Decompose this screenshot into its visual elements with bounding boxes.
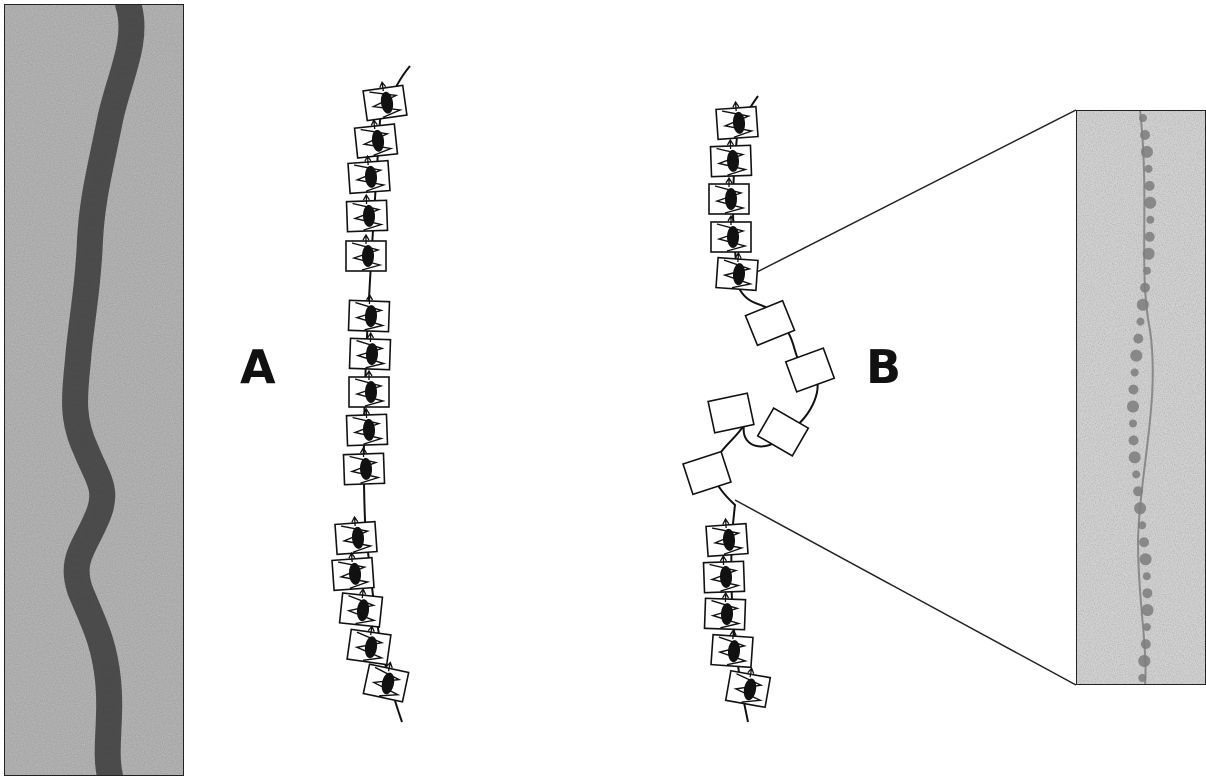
bead <box>1137 318 1145 326</box>
bead <box>1142 588 1152 598</box>
bead <box>1138 655 1150 667</box>
unfolded-subunit <box>745 301 794 346</box>
boxed-subunit <box>711 216 751 252</box>
bead <box>1129 385 1139 395</box>
bead <box>1127 401 1139 413</box>
right-inset-micrograph <box>1076 110 1206 685</box>
bead <box>1143 572 1151 580</box>
bead <box>1143 248 1155 260</box>
subunit-box <box>745 301 794 346</box>
boxed-subunit <box>703 555 744 592</box>
boxed-subunit <box>362 79 407 120</box>
boxed-subunit <box>335 516 377 555</box>
bead <box>1129 451 1141 463</box>
bead <box>1146 216 1154 224</box>
bead <box>1129 420 1137 428</box>
bead <box>1145 165 1153 173</box>
boxed-subunit <box>346 235 386 271</box>
boxed-subunit <box>343 447 384 484</box>
boxed-subunit <box>332 552 374 591</box>
subunit-box <box>758 408 809 456</box>
unfolded-subunit <box>786 348 835 392</box>
left-micrograph <box>4 4 184 776</box>
bead <box>1145 232 1155 242</box>
unfolded-subunit <box>758 408 809 456</box>
bead <box>1133 486 1143 496</box>
boxed-subunit <box>348 294 389 331</box>
boxed-subunit <box>346 408 387 445</box>
boxed-subunit <box>716 101 758 140</box>
boxed-subunit <box>346 194 387 231</box>
boxed-subunit <box>347 623 392 664</box>
boxed-subunit <box>340 587 384 627</box>
bead <box>1130 350 1142 362</box>
subunit-box <box>786 348 835 392</box>
boxed-subunit <box>354 118 398 158</box>
bead <box>1140 283 1150 293</box>
unfolded-subunit <box>708 393 754 433</box>
bead <box>1137 299 1149 311</box>
zoom-line-top <box>757 110 1076 272</box>
bead <box>1143 623 1151 631</box>
zoom-line-bottom <box>735 500 1076 685</box>
boxed-subunit <box>709 178 749 214</box>
subunit-box <box>708 393 754 433</box>
boxed-subunit <box>726 665 772 707</box>
bead <box>1139 114 1147 122</box>
boxed-subunit <box>704 592 745 629</box>
subunit-box <box>683 452 731 495</box>
label-a: A <box>240 340 276 394</box>
bead <box>1145 181 1155 191</box>
bead <box>1134 502 1146 514</box>
boxed-subunit <box>706 518 748 557</box>
bead <box>1142 604 1154 616</box>
schematic-a-condensed-chain <box>332 66 410 722</box>
bead <box>1144 197 1156 209</box>
schematic-b-unfolded-chain <box>683 96 834 722</box>
bead <box>1129 435 1139 445</box>
bead <box>1141 146 1153 158</box>
boxed-subunit <box>716 252 758 291</box>
dark-domain-blob <box>362 245 374 267</box>
unfolded-subunit <box>683 452 731 495</box>
dark-domain-blob <box>725 188 737 210</box>
dark-domain-blob <box>727 226 739 248</box>
bead <box>1132 470 1140 478</box>
bead <box>1141 639 1151 649</box>
bead <box>1138 521 1146 529</box>
boxed-subunit <box>710 139 751 176</box>
bead <box>1139 537 1149 547</box>
boxed-subunit <box>349 371 389 407</box>
bead <box>1140 553 1152 565</box>
label-b: B <box>866 340 901 394</box>
boxed-subunit <box>348 155 390 194</box>
boxed-subunit <box>711 629 753 668</box>
dark-domain-blob <box>365 381 377 403</box>
bead <box>1138 674 1146 682</box>
bead <box>1143 267 1151 275</box>
boxed-subunit <box>349 332 390 369</box>
bead <box>1140 130 1150 140</box>
bead <box>1133 334 1143 344</box>
bead <box>1131 369 1139 377</box>
